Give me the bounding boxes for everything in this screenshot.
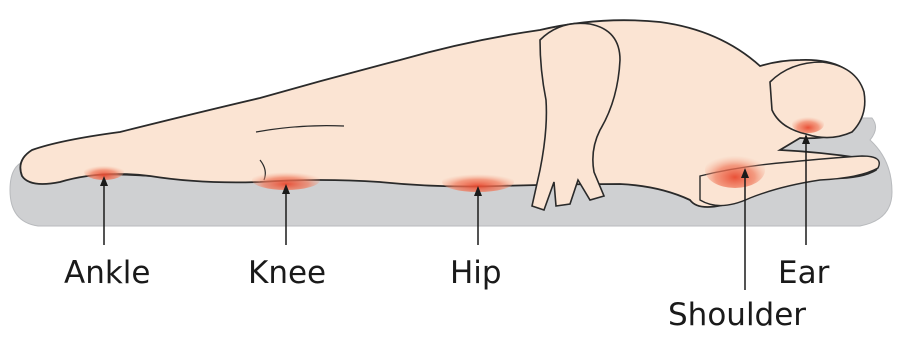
label-ankle: Ankle xyxy=(64,258,151,289)
pressure-shoulder xyxy=(705,152,765,188)
label-ear: Ear xyxy=(778,258,829,289)
label-shoulder: Shoulder xyxy=(668,300,806,331)
label-hip: Hip xyxy=(450,258,502,289)
pressure-ear xyxy=(792,115,824,133)
label-knee: Knee xyxy=(248,258,326,289)
